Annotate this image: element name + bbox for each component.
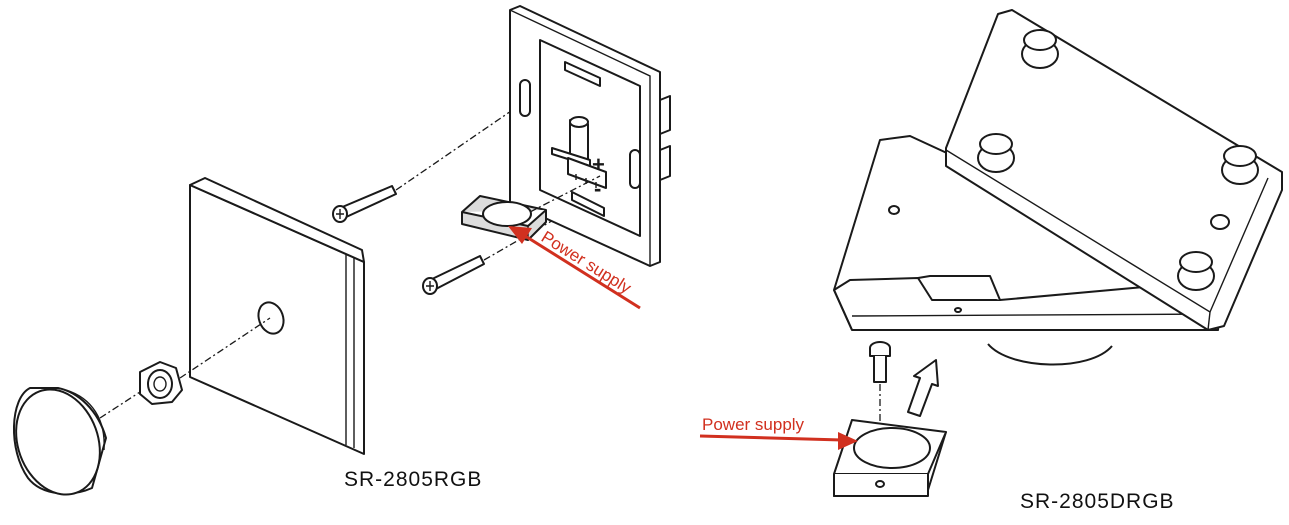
mounting-frame xyxy=(509,5,671,267)
front-panel xyxy=(189,177,365,455)
power-supply-arrow-right xyxy=(699,432,858,450)
power-socket-right xyxy=(833,419,947,497)
knob-adapter xyxy=(139,361,183,405)
rubber-foot xyxy=(1177,251,1215,291)
polarity-minus: - xyxy=(594,176,601,201)
model-label-right: SR-2805DRGB xyxy=(1020,490,1175,513)
alignment-line-upper-screw xyxy=(395,97,531,191)
rubber-foot xyxy=(1021,29,1059,69)
polarity-plus: + xyxy=(592,152,605,177)
model-label-left: SR-2805RGB xyxy=(344,468,483,491)
rubber-foot xyxy=(977,133,1015,173)
base-bracket xyxy=(833,135,1223,366)
right-screw xyxy=(869,341,891,383)
alignment-line-socket xyxy=(529,175,601,213)
knob xyxy=(12,387,107,496)
power-supply-arrow-left xyxy=(508,226,641,310)
rubber-foot xyxy=(1221,145,1259,185)
power-socket-left xyxy=(461,195,547,241)
alignment-line-knob xyxy=(99,317,271,419)
insert-direction-arrow xyxy=(907,359,939,417)
upper-screw xyxy=(332,185,397,223)
tilted-top-plate xyxy=(945,9,1283,331)
lower-screw xyxy=(422,255,485,295)
power-supply-label-right: Power supply xyxy=(702,415,805,434)
